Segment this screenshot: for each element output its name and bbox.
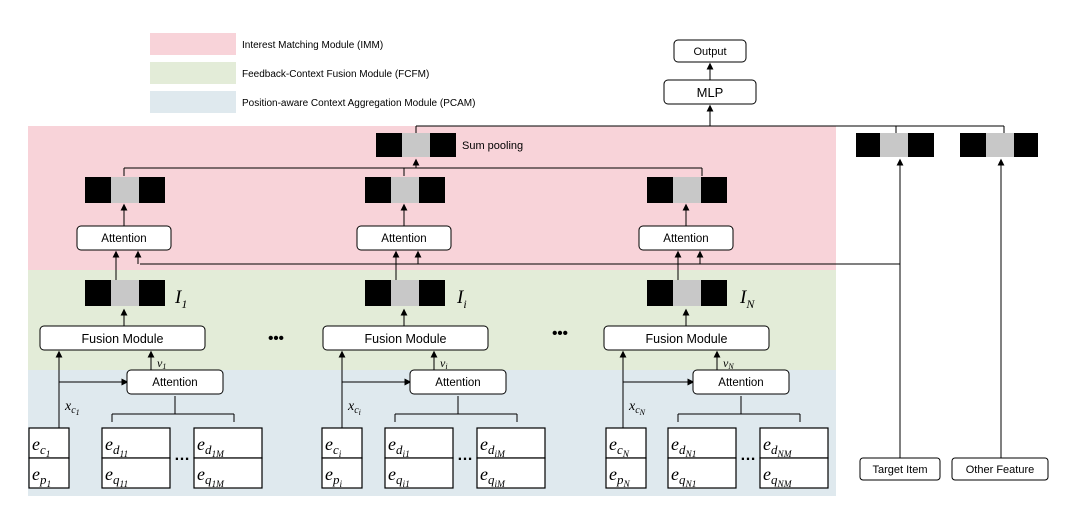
context-x-label: xcN — [628, 399, 646, 417]
other-feature-label: Other Feature — [966, 464, 1034, 476]
attention-output-vector — [85, 177, 165, 203]
embedding-eqM-cell — [759, 457, 829, 489]
output-box — [673, 39, 747, 63]
embedding-ep-cell — [321, 457, 363, 489]
mlp-box — [663, 79, 757, 105]
embedding-ep-cell — [28, 457, 70, 489]
pooling-tree — [123, 158, 703, 176]
pcam-attention-box — [409, 369, 507, 395]
embedding-ec-cell — [605, 427, 647, 459]
embedding-ed1-label: edi1 — [388, 434, 410, 460]
legend-swatch-pcam — [150, 91, 236, 113]
context-x-label: xc1 — [64, 399, 80, 417]
embedding-eqM-label: eq1M — [197, 464, 225, 490]
legend-swatch-imm — [150, 33, 236, 55]
fusion-module-box — [322, 325, 489, 351]
embedding-ep-cell — [605, 457, 647, 489]
interest-vector — [647, 280, 727, 306]
embedding-ec-label: ecN — [609, 434, 630, 460]
imm-attention-label: Attention — [381, 233, 426, 245]
embedding-eqM-label: eqNM — [763, 464, 793, 490]
fusion-module-label: Fusion Module — [646, 332, 728, 346]
embedding-eq1-cell — [667, 457, 737, 489]
legend-label-fcfm: Feedback-Context Fusion Module (FCFM) — [242, 69, 429, 80]
embedding-eq1-label: eq11 — [105, 464, 128, 490]
embedding-ec-label: eci — [325, 434, 342, 460]
embedding-ed1-cell — [384, 427, 454, 459]
embedding-eq1-label: eqi1 — [388, 464, 410, 490]
interest-label: Ii — [456, 287, 467, 311]
embedding-ellipsis: … — [457, 447, 473, 464]
imm-attention-label: Attention — [663, 233, 708, 245]
mlp-label: MLP — [697, 85, 724, 100]
legend-swatch-fcfm — [150, 62, 236, 84]
context-x-label: xci — [347, 399, 361, 417]
embedding-ep-label: epi — [325, 464, 342, 490]
embedding-edM-label: edNM — [763, 434, 793, 460]
interest-label: IN — [739, 287, 755, 311]
column-ellipsis-right: ••• — [552, 325, 568, 342]
other-feature-box — [951, 457, 1049, 481]
sum-pooling-label: Sum pooling — [462, 140, 523, 152]
interest-vector — [85, 280, 165, 306]
embedding-eqM-cell — [476, 457, 546, 489]
legend-label-imm: Interest Matching Module (IMM) — [242, 40, 383, 51]
interest-vector — [365, 280, 445, 306]
embedding-ed1-label: edN1 — [671, 434, 696, 460]
target-item-vector — [856, 133, 934, 157]
interest-label: I1 — [174, 287, 187, 311]
legend: Interest Matching Module (IMM) Feedback-… — [150, 33, 475, 113]
embedding-edM-label: ediM — [480, 434, 506, 460]
pcam-attention-label: Attention — [718, 377, 763, 389]
attention-output-vector — [647, 177, 727, 203]
embedding-ec-cell — [28, 427, 70, 459]
fusion-module-label: Fusion Module — [82, 332, 164, 346]
embedding-ep-label: epN — [609, 464, 630, 490]
pcam-attention-label: Attention — [435, 377, 480, 389]
fusion-module-box — [603, 325, 770, 351]
attention-output-vector — [365, 177, 445, 203]
embedding-eq1-label: eqN1 — [671, 464, 696, 490]
embedding-ec-label: ec1 — [32, 434, 50, 460]
feedback-v-label: v1 — [157, 356, 166, 371]
legend-label-pcam: Position-aware Context Aggregation Modul… — [242, 98, 475, 109]
embedding-eqM-label: eqiM — [480, 464, 506, 490]
embedding-eq1-cell — [384, 457, 454, 489]
embedding-eqM-cell — [193, 457, 263, 489]
imm-attention-label: Attention — [101, 233, 146, 245]
embedding-ec-cell — [321, 427, 363, 459]
fusion-module-box — [39, 325, 206, 351]
side-lines — [140, 158, 1005, 458]
imm-attention-box — [76, 225, 172, 251]
imm-attention-box — [356, 225, 452, 251]
pcam-attention-box — [692, 369, 790, 395]
pcam-attention-label: Attention — [152, 377, 197, 389]
embedding-ellipsis: … — [740, 447, 756, 464]
embedding-edM-label: ed1M — [197, 434, 225, 460]
target-item-label: Target Item — [872, 464, 927, 476]
embedding-ed1-label: ed11 — [105, 434, 128, 460]
imm-attention-box — [638, 225, 734, 251]
feedback-v-label: vi — [440, 356, 448, 371]
output-label: Output — [693, 46, 726, 58]
embedding-ellipsis: … — [174, 447, 190, 464]
pcam-attention-box — [126, 369, 224, 395]
embedding-ep-label: ep1 — [32, 464, 51, 490]
output-stack: Output MLP — [663, 39, 757, 105]
embedding-eq1-cell — [101, 457, 171, 489]
target-item-box — [859, 457, 941, 481]
column-ellipsis-left: ••• — [268, 330, 284, 347]
feedback-v-label: vN — [723, 356, 734, 371]
fusion-module-label: Fusion Module — [365, 332, 447, 346]
mlp-input-bus — [415, 104, 1005, 136]
embedding-edM-cell — [476, 427, 546, 459]
sum-pooling-vector — [376, 133, 456, 157]
other-feature-vector — [960, 133, 1038, 157]
